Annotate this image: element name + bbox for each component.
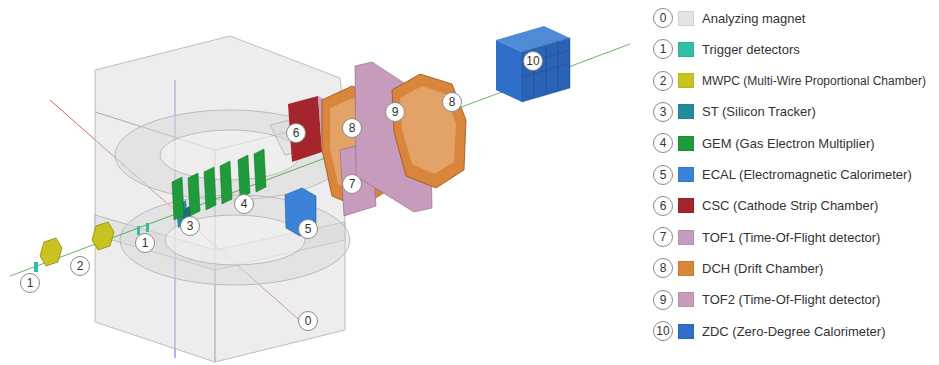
callout-circle: 10	[653, 321, 673, 341]
callout-number: 6	[660, 200, 667, 212]
magnet-body	[95, 36, 350, 362]
callout-circle: 6	[286, 123, 306, 143]
zdc-calorimeter	[496, 26, 570, 102]
legend-row: DCH (Drift Chamber)	[678, 258, 823, 278]
callout-number: 3	[660, 106, 667, 118]
trigger-detector	[34, 262, 38, 272]
legend-row: GEM (Gas Electron Multiplier)	[678, 133, 875, 153]
callout-circle: 9	[385, 102, 405, 122]
legend-swatch	[678, 42, 694, 57]
legend-row: ECAL (Electromagnetic Calorimeter)	[678, 165, 912, 185]
callout-circle: 6	[653, 196, 673, 216]
callout-number: 3	[187, 220, 194, 232]
legend-text: DCH (Drift Chamber)	[702, 261, 823, 276]
callout-number: 5	[660, 169, 667, 181]
callout-circle: 5	[653, 165, 673, 185]
callout-number: 7	[660, 231, 667, 243]
legend-text: TOF1 (Time-Of-Flight detector)	[702, 230, 880, 245]
callout-number: 8	[449, 96, 456, 108]
callout-circle: 3	[180, 216, 200, 236]
callout-circle: 9	[653, 290, 673, 310]
legend-swatch	[678, 73, 694, 88]
legend-row: Trigger detectors	[678, 39, 800, 59]
legend-row: ST (Silicon Tracker)	[678, 102, 816, 122]
callout-number: 2	[660, 75, 667, 87]
callout-number: 5	[305, 223, 312, 235]
callout-number: 4	[660, 137, 667, 149]
legend-swatch	[678, 230, 694, 245]
legend-text: TOF2 (Time-Of-Flight detector)	[702, 292, 880, 307]
callout-number: 9	[660, 294, 667, 306]
callout-circle: 1	[135, 233, 155, 253]
callout-number: 4	[241, 198, 248, 210]
callout-number: 6	[293, 127, 300, 139]
callout-number: 8	[349, 122, 356, 134]
callout-circle: 0	[298, 311, 318, 331]
callout-circle: 8	[653, 258, 673, 278]
callout-circle: 0	[653, 8, 673, 28]
callout-number: 7	[349, 178, 356, 190]
mwpc-chamber	[92, 222, 114, 250]
legend-swatch	[678, 104, 694, 119]
callout-circle: 4	[653, 133, 673, 153]
legend-row: TOF1 (Time-Of-Flight detector)	[678, 227, 880, 247]
callout-number: 10	[656, 325, 669, 337]
mwpc-chamber	[40, 238, 62, 266]
legend-text: Analyzing magnet	[702, 11, 805, 26]
callout-circle: 3	[653, 102, 673, 122]
legend-text: ST (Silicon Tracker)	[702, 104, 816, 119]
trigger-detector	[146, 223, 149, 232]
callout-circle: 8	[442, 92, 462, 112]
legend-text: ZDC (Zero-Degree Calorimeter)	[702, 324, 885, 339]
callout-circle: 5	[298, 219, 318, 239]
legend-row: ZDC (Zero-Degree Calorimeter)	[678, 321, 885, 341]
callout-circle: 2	[653, 71, 673, 91]
callout-circle: 8	[342, 118, 362, 138]
callout-number: 8	[660, 262, 667, 274]
callout-number: 9	[392, 106, 399, 118]
legend-row: TOF2 (Time-Of-Flight detector)	[678, 290, 880, 310]
callout-number: 1	[27, 277, 34, 289]
callout-circle: 1	[20, 273, 40, 293]
legend-swatch	[678, 292, 694, 307]
legend-swatch	[678, 261, 694, 276]
legend-text: CSC (Cathode Strip Chamber)	[702, 198, 878, 213]
legend-swatch	[678, 136, 694, 151]
callout-number: 2	[77, 260, 84, 272]
legend-text: ECAL (Electromagnetic Calorimeter)	[702, 167, 912, 182]
callout-circle: 7	[653, 227, 673, 247]
callout-circle: 7	[342, 174, 362, 194]
callout-number: 1	[142, 237, 149, 249]
legend-swatch	[678, 324, 694, 339]
callout-circle: 4	[234, 194, 254, 214]
gem-planes	[172, 149, 266, 220]
callout-circle: 10	[523, 51, 543, 71]
callout-number: 0	[305, 315, 312, 327]
legend-text: Trigger detectors	[702, 42, 800, 57]
legend-row: Analyzing magnet	[678, 8, 805, 28]
callout-number: 0	[660, 12, 667, 24]
legend-swatch	[678, 11, 694, 26]
legend-row: CSC (Cathode Strip Chamber)	[678, 196, 878, 216]
legend-text: GEM (Gas Electron Multiplier)	[702, 136, 875, 151]
legend-swatch	[678, 198, 694, 213]
legend-row: MWPC (Multi-Wire Proportional Chamber)	[678, 71, 926, 91]
callout-number: 1	[660, 43, 667, 55]
callout-circle: 1	[653, 39, 673, 59]
legend-text: MWPC (Multi-Wire Proportional Chamber)	[702, 74, 926, 88]
drift-chamber	[392, 74, 466, 188]
callout-circle: 2	[70, 256, 90, 276]
callout-number: 10	[526, 55, 539, 67]
legend-swatch	[678, 167, 694, 182]
